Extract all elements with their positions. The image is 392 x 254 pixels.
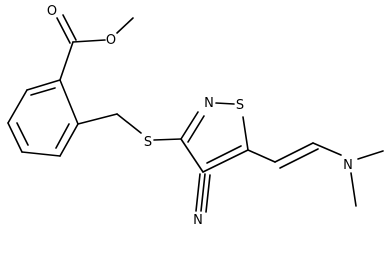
ester-oxygen-label: O xyxy=(106,33,116,48)
bond-c5-c4 xyxy=(202,149,249,173)
bond-benzene-6 xyxy=(59,79,79,125)
isothiazole-sulfur-label: S xyxy=(236,98,244,113)
bond-vinyl-n xyxy=(312,142,342,156)
bond-benzene-5 xyxy=(59,123,79,157)
bond-nitrile-3 xyxy=(205,174,211,213)
bond-c3-n xyxy=(180,111,199,140)
bond-carbonyl-c-o-double xyxy=(62,14,77,41)
bond-c3-n-double xyxy=(187,115,205,143)
bond-s-c5 xyxy=(242,116,249,151)
nitrile-nitrogen-label: N xyxy=(193,213,203,228)
bond-c4-c3 xyxy=(180,138,204,173)
bond-ch2-s xyxy=(116,113,142,134)
bond-c5-vinyl xyxy=(247,149,276,163)
bond-nitrile-1 xyxy=(195,173,201,212)
bond-c5-c4-double xyxy=(206,145,242,164)
bond-s-isothiazole xyxy=(153,138,182,141)
bond-ring-ch2 xyxy=(77,113,118,125)
bond-ester-o-methyl xyxy=(116,17,134,34)
isothiazole-nitrogen-label: N xyxy=(204,96,214,111)
bond-benzene-3-double xyxy=(16,122,29,146)
bond-benzene-4 xyxy=(21,151,61,157)
bond-carbonyl-c-ester-o xyxy=(72,39,106,43)
bond-n-methyl-right xyxy=(357,150,384,160)
carbonyl-oxygen-label: O xyxy=(47,4,57,19)
bond-vinyl-double-inner xyxy=(279,148,319,169)
bond-benzene-5-double xyxy=(55,123,70,149)
bond-nitrile-2 xyxy=(200,173,206,212)
bond-benzene-1-double xyxy=(30,87,56,96)
bond-n-s xyxy=(215,102,235,105)
bond-benzene-2 xyxy=(7,89,28,124)
bond-carbonyl-c-o xyxy=(56,17,71,44)
thioether-sulfur-label: S xyxy=(144,135,152,150)
bond-ring-carbonyl xyxy=(59,41,74,81)
bond-benzene-1 xyxy=(26,79,61,91)
bond-vinyl-double xyxy=(274,142,314,163)
bond-benzene-3 xyxy=(7,122,23,153)
bond-n-methyl-down xyxy=(350,172,357,207)
amine-nitrogen-label: N xyxy=(343,158,353,173)
